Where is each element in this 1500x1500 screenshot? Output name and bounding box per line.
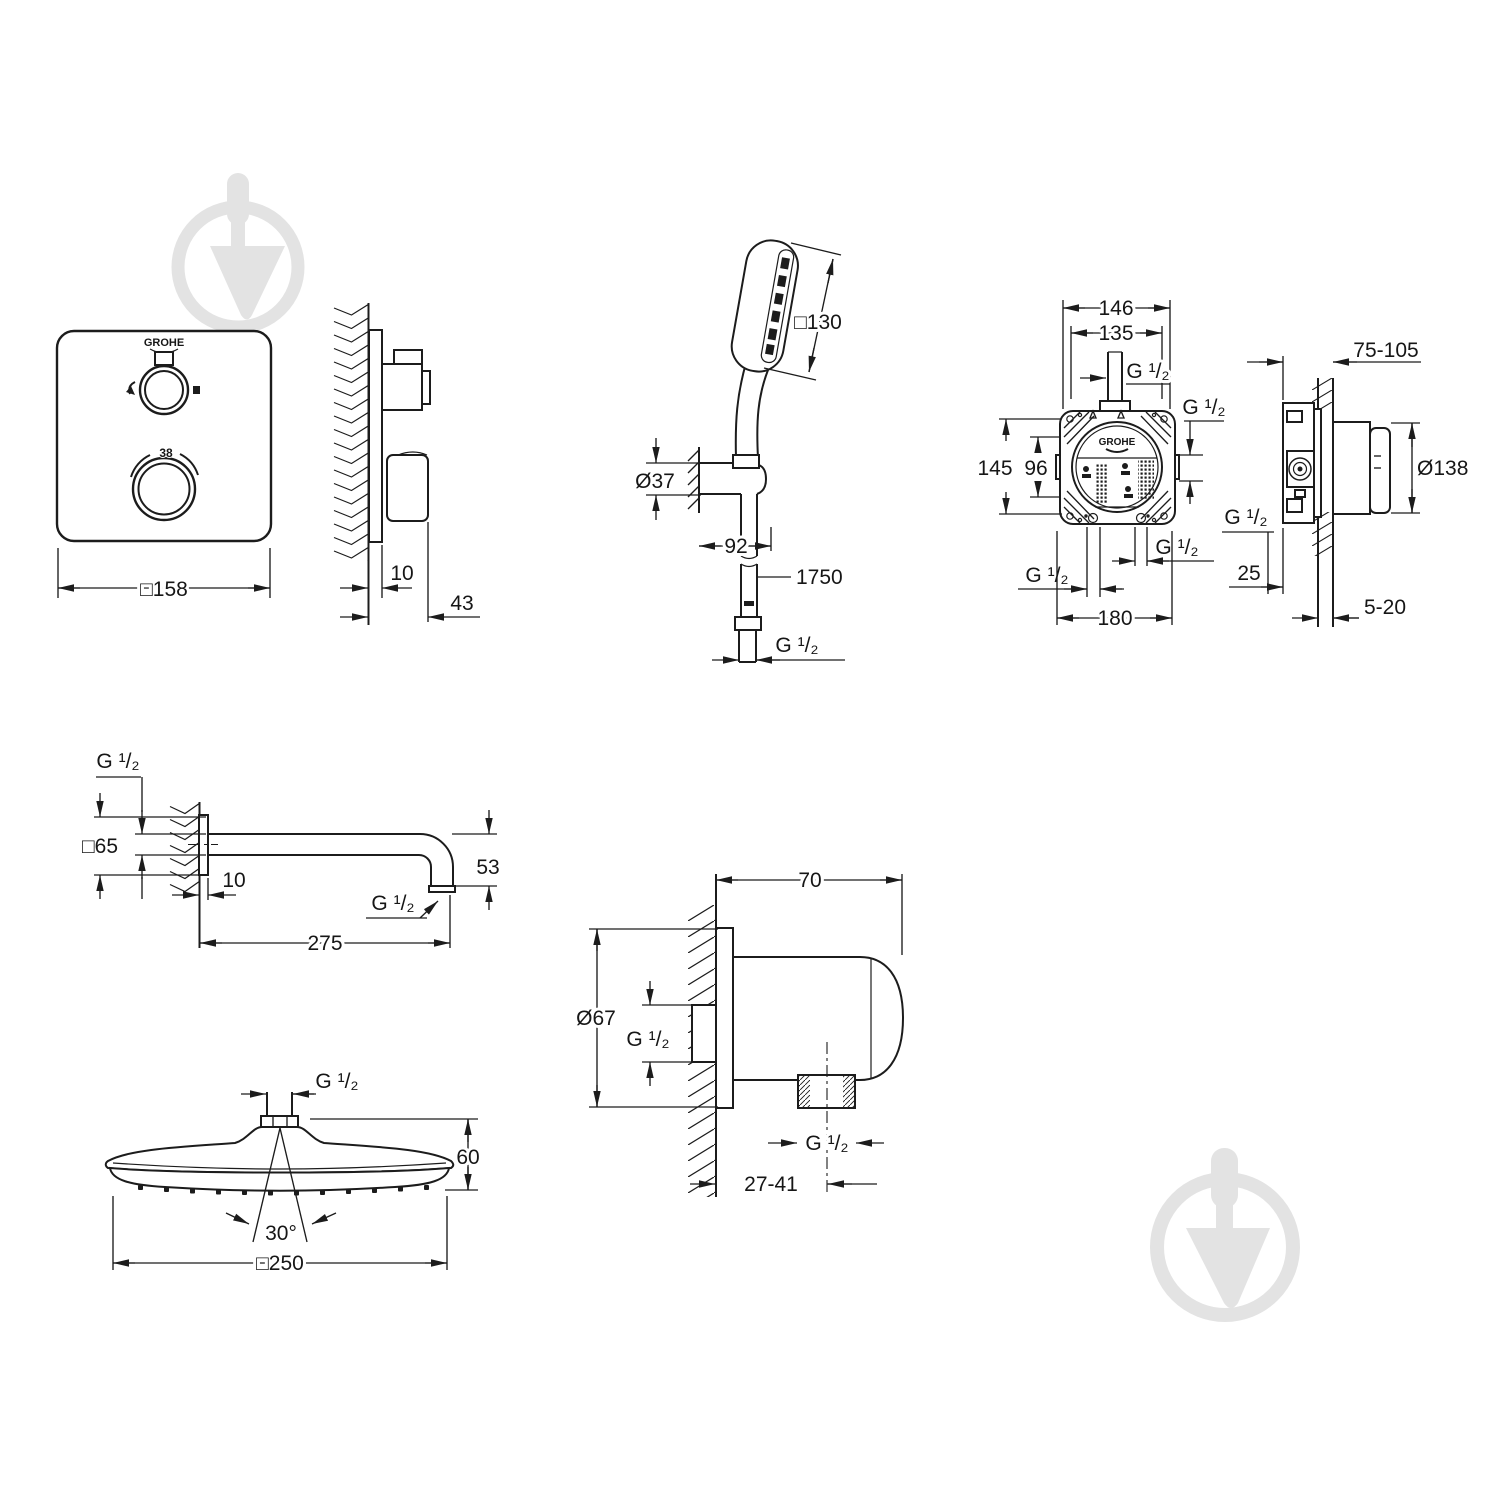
dim-hose-length: 1750 (796, 566, 843, 589)
dim-box-180: 180 (1097, 607, 1132, 630)
wall-elbow-view: 70 Ø67 G ¹/₂ G ¹/₂ 27-41 (573, 866, 905, 1199)
dim-trim-depth: 43 (450, 592, 473, 615)
dim-elbow-flange-dia: Ø67 (576, 1007, 616, 1030)
grohe-logo-box: GROHE (1099, 437, 1136, 448)
dim-thread-top: G ¹/₂ (1126, 360, 1169, 383)
box-pictograms (1082, 463, 1133, 498)
wall-hatch (333, 303, 369, 561)
dim-arm-wall-thread: G ¹/₂ (96, 750, 139, 773)
dim-head-height: 60 (456, 1146, 479, 1169)
shower-arm-view: G ¹/₂ □65 10 53 G ¹/₂ 275 (79, 747, 503, 958)
dim-box-135: 135 (1098, 322, 1133, 345)
dim-holder-dia: Ø37 (635, 470, 675, 493)
dim-tile-range: 5-20 (1364, 596, 1406, 619)
dim-box-depth-range: 75-105 (1353, 339, 1418, 362)
dim-arm-drop: 53 (476, 856, 499, 879)
dim-box-96: 96 (1024, 457, 1047, 480)
temp-38-label: 38 (159, 446, 173, 460)
dim-thread-right: G ¹/₂ (1182, 396, 1225, 419)
dim-holder-depth: 92 (724, 535, 747, 558)
wall-hatch-arm (169, 802, 200, 893)
dim-plate-offset: 10 (390, 562, 413, 585)
dim-trim-width: □158 (140, 578, 188, 601)
tile-hatch-top (1312, 378, 1333, 412)
dim-elbow-wall-thread: G ¹/₂ (626, 1028, 669, 1051)
hand-shower-handle (734, 361, 770, 459)
hose-nut (734, 616, 762, 631)
dim-arm-length: 275 (307, 932, 342, 955)
hand-shower-view: □130 Ø37 92 1750 G (632, 239, 846, 664)
dim-box-145: 145 (977, 457, 1012, 480)
dim-arm-end-thread: G ¹/₂ (371, 892, 414, 915)
tile-hatch-bottom (1312, 512, 1333, 556)
dim-cover-dia: Ø138 (1417, 457, 1468, 480)
temp-scale-arc (130, 454, 151, 478)
trim-side-view: 10 43 (333, 303, 480, 625)
dim-thread-bottom-right: G ¹/₂ (1155, 536, 1198, 559)
watermark-trowel-top-left (171, 173, 305, 334)
mounting-box-side-view: 75-105 Ø138 G ¹/₂ 25 5-20 (1221, 336, 1471, 627)
elbow-body (732, 956, 905, 1081)
dim-thread-bottom-left: G ¹/₂ (1025, 564, 1068, 587)
box-screw-holes (1066, 409, 1168, 524)
dim-flange-offset: 10 (222, 869, 245, 892)
grohe-logo-trim: GROHE (144, 337, 184, 349)
dim-hand-head: □130 (794, 311, 842, 334)
dim-elbow-out-thread: G ¹/₂ (805, 1132, 848, 1155)
dim-box-offset-25: 25 (1237, 562, 1260, 585)
dim-box-146: 146 (1098, 297, 1133, 320)
dim-elbow-range: 27-41 (744, 1173, 798, 1196)
spray-mode-icon (193, 386, 200, 394)
dim-thread-side: G ¹/₂ (1224, 506, 1267, 529)
hand-shower-head (730, 239, 799, 373)
dim-head-angle: 30° (265, 1222, 297, 1245)
dim-arm-square: □65 (82, 835, 118, 858)
watermark-trowel-bottom-right (1150, 1148, 1300, 1322)
box-corner-hatch (1063, 411, 1172, 524)
dim-head-thread: G ¹/₂ (315, 1070, 358, 1093)
dim-elbow-depth: 70 (798, 869, 821, 892)
dim-head-width: □250 (256, 1252, 304, 1275)
dim-hose-thread: G ¹/₂ (775, 634, 818, 657)
mounting-box-front-view: GROHE 146 135 G ¹/ (974, 294, 1228, 633)
trim-front-view: GROHE 38 □158 (55, 329, 273, 604)
box-cover-side (1332, 421, 1371, 515)
head-shower-view: G ¹/₂ 60 30° □250 (104, 1067, 483, 1278)
holder-cone-ring (732, 454, 760, 469)
